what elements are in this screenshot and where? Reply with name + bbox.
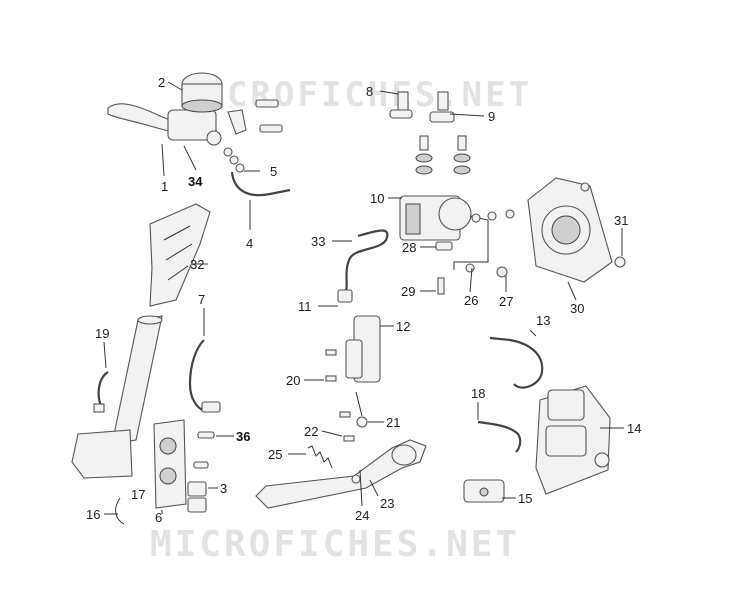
watermark-bottom: MICROFICHES.NET bbox=[150, 524, 520, 565]
callout-13: 13 bbox=[536, 313, 550, 328]
callout-10: 10 bbox=[370, 191, 384, 206]
callout-26: 26 bbox=[464, 293, 478, 308]
brake-switch-parts bbox=[389, 91, 471, 175]
callout-16: 16 bbox=[86, 507, 100, 522]
callout-18: 18 bbox=[471, 386, 485, 401]
callout-12: 12 bbox=[396, 319, 410, 334]
callout-11: 11 bbox=[298, 299, 312, 314]
callout-8: 8 bbox=[366, 84, 373, 99]
front-brake-hose bbox=[223, 147, 291, 197]
callout-20: 20 bbox=[286, 373, 300, 388]
callout-19: 19 bbox=[95, 326, 109, 341]
callout-25: 25 bbox=[268, 447, 282, 462]
callout-1: 1 bbox=[161, 179, 168, 194]
callout-21: 21 bbox=[386, 415, 400, 430]
front-caliper bbox=[115, 339, 221, 525]
callout-32: 32 bbox=[190, 257, 204, 272]
callout-34: 34 bbox=[188, 174, 203, 189]
leader-lines bbox=[103, 81, 624, 515]
callout-6: 6 bbox=[155, 510, 162, 525]
callout-30: 30 bbox=[570, 301, 584, 316]
callout-2: 2 bbox=[158, 75, 165, 90]
callout-9: 9 bbox=[488, 109, 495, 124]
callout-7: 7 bbox=[198, 292, 205, 307]
callout-36: 36 bbox=[236, 429, 250, 444]
front-fork bbox=[71, 315, 163, 479]
callout-15: 15 bbox=[518, 491, 532, 506]
watermark-top: MICROFICHES.NET bbox=[180, 75, 532, 115]
abs-cover bbox=[527, 177, 626, 283]
front-master-cylinder bbox=[107, 72, 283, 146]
callout-14: 14 bbox=[627, 421, 641, 436]
callout-29: 29 bbox=[401, 284, 415, 299]
callout-5: 5 bbox=[270, 164, 277, 179]
rear-caliper bbox=[463, 336, 611, 503]
callout-3: 3 bbox=[220, 481, 227, 496]
rear-brake-line bbox=[337, 229, 389, 303]
callout-23: 23 bbox=[380, 496, 394, 511]
callout-22: 22 bbox=[304, 424, 318, 439]
callout-4: 4 bbox=[246, 236, 253, 251]
caliper-guard bbox=[149, 203, 211, 307]
rear-master-cylinder bbox=[325, 315, 381, 442]
callout-27: 27 bbox=[499, 294, 513, 309]
abs-modulator bbox=[399, 195, 515, 295]
callout-31: 31 bbox=[614, 213, 628, 228]
callout-28: 28 bbox=[402, 240, 416, 255]
callout-17: 17 bbox=[131, 487, 145, 502]
callout-33: 33 bbox=[311, 234, 325, 249]
callout-labels: 1 2 3 4 5 6 7 8 9 10 11 12 13 14 15 16 1… bbox=[86, 75, 641, 525]
callout-24: 24 bbox=[355, 508, 369, 523]
